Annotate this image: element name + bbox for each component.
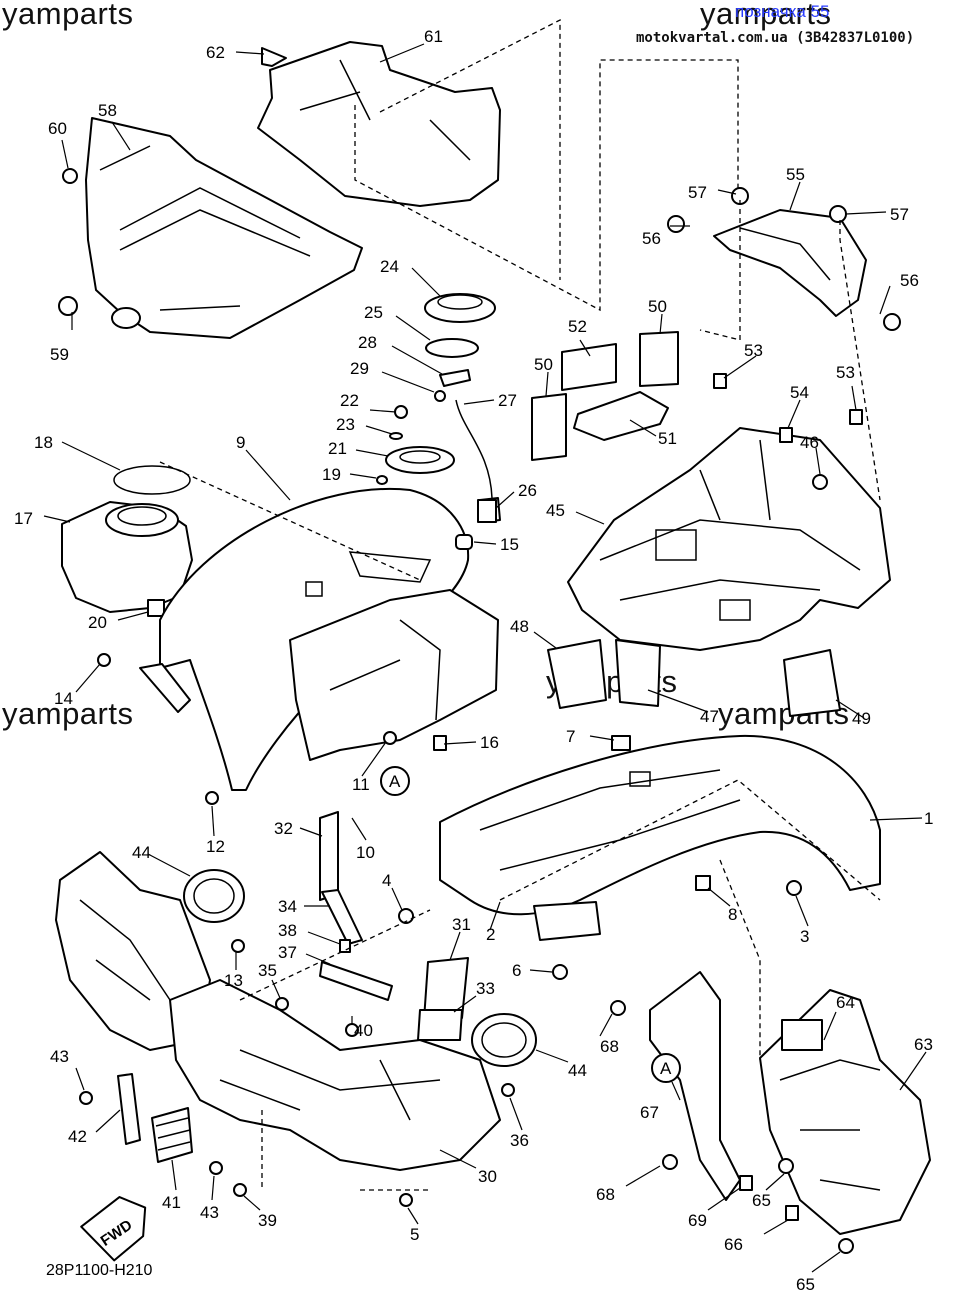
callout: 50 [534,355,553,374]
header-link[interactable]: позначка 55 [735,2,830,21]
callout: 8 [728,905,737,924]
part-outlines [55,41,931,1262]
dashed-guides [159,18,881,1191]
callout: 59 [50,345,69,364]
callout: 52 [568,317,587,336]
callout: 17 [14,509,33,528]
callout: 67 [640,1103,659,1122]
callout: 53 [744,341,763,360]
callout: 53 [836,363,855,382]
ref-marker-a: A [660,1059,672,1078]
callout: 63 [914,1035,933,1054]
watermark: yamparts [2,0,134,31]
callout: 2 [486,925,495,944]
callout: 34 [278,897,297,916]
callout: 56 [642,229,661,248]
callout: 5 [410,1225,419,1244]
watermark: yamparts [700,0,832,31]
callout: 56 [900,271,919,290]
callout: 57 [890,205,909,224]
callout: 48 [510,617,529,636]
callout: 32 [274,819,293,838]
callout: 42 [68,1127,87,1146]
callout: 40 [354,1021,373,1040]
callout: 15 [500,535,519,554]
callout: 62 [206,43,225,62]
callout: 55 [786,165,805,184]
callout: 12 [206,837,225,856]
callout: 43 [200,1203,219,1222]
callout: 44 [132,843,151,862]
callout: 26 [518,481,537,500]
callout: 57 [688,183,707,202]
callout: 28 [358,333,377,352]
callout: 60 [48,119,67,138]
callout: 22 [340,391,359,410]
callout: 25 [364,303,383,322]
watermark: yamparts [2,696,134,731]
callout: 44 [568,1061,587,1080]
callout: 38 [278,921,297,940]
callout: 68 [596,1185,615,1204]
callout: 45 [546,501,565,520]
callout: 35 [258,961,277,980]
callout: 3 [800,927,809,946]
callout: 31 [452,915,471,934]
callout: 13 [224,971,243,990]
callout: 21 [328,439,347,458]
callout: 46 [800,433,819,452]
callout-numbers: 62 61 58 60 59 57 55 57 56 56 24 25 28 2… [14,27,933,1294]
callout: 14 [54,689,73,708]
callout: 20 [88,613,107,632]
callout: 50 [648,297,667,316]
callout: 65 [752,1191,771,1210]
callout: 30 [478,1167,497,1186]
callout: 39 [258,1211,277,1230]
callout: 24 [380,257,399,276]
callout: 41 [162,1193,181,1212]
callout: 36 [510,1131,529,1150]
callout: 33 [476,979,495,998]
callout: 51 [658,429,677,448]
callout: 1 [924,809,933,828]
callout: 69 [688,1211,707,1230]
callout: 64 [836,993,855,1012]
callout: 18 [34,433,53,452]
source-label: motokvartal.com.ua (3B42837L0100) [636,30,915,46]
callout: 10 [356,843,375,862]
callout: 23 [336,415,355,434]
callout: 43 [50,1047,69,1066]
callout: 47 [700,707,719,726]
callout: 61 [424,27,443,46]
callout: 37 [278,943,297,962]
callout: 27 [498,391,517,410]
callout: 65 [796,1275,815,1294]
callout: 6 [512,961,521,980]
diagram-code: 28P1100-H210 [46,1262,153,1279]
leader-lines [43,43,927,1273]
callout: 16 [480,733,499,752]
callout: 58 [98,101,117,120]
callout: 68 [600,1037,619,1056]
callout: 11 [352,775,370,794]
callout: 49 [852,709,871,728]
callout: 54 [790,383,809,402]
callout: 9 [236,433,245,452]
ref-marker-a: A [389,772,401,791]
callout: 29 [350,359,369,378]
callout: 66 [724,1235,743,1254]
callout: 19 [322,465,341,484]
callout: 4 [382,871,391,890]
callout: 7 [566,727,575,746]
